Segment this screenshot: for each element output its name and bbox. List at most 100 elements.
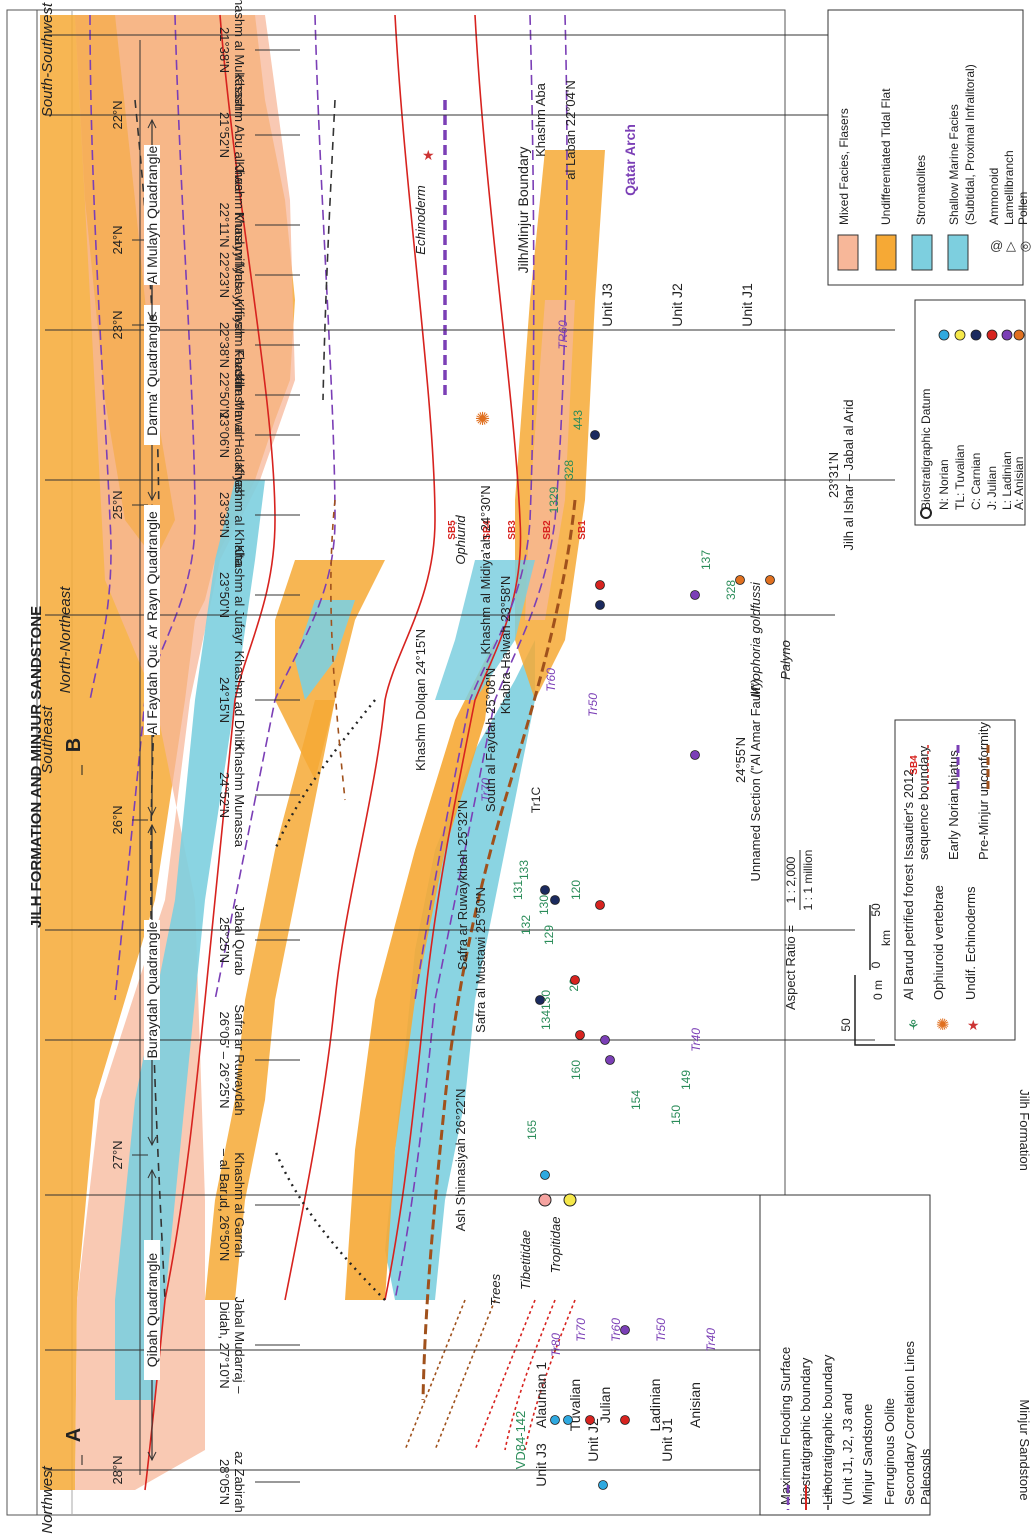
sample-label: 160	[569, 1060, 583, 1080]
quad-arrow-head	[147, 1168, 157, 1179]
ammonoid-icon: @	[990, 238, 1003, 253]
vd-sample: VD84-142	[513, 1411, 528, 1470]
legend-datum-label: N: Norian	[937, 459, 951, 510]
legend-facies-label: Shallow Marine Facies	[947, 104, 961, 225]
section-name: Khashm al Garrah	[232, 1152, 247, 1258]
datum-dot	[595, 600, 605, 610]
datum-dot	[620, 1415, 630, 1425]
section-name: Jabal Qurab	[232, 905, 247, 976]
section-name: Khashm al Mukassar	[232, 0, 247, 111]
legend-line-label: Maximum Flooding Surface	[778, 1347, 793, 1505]
legend-line-label: Lithotratigraphic boundary	[820, 1354, 835, 1505]
lat-label: 25°N	[110, 490, 125, 519]
unit-j3: Unit J3	[533, 1443, 549, 1487]
boundary-label: Jilh/Minjur Boundary	[515, 147, 531, 274]
sample-label: 137	[699, 550, 713, 570]
sb-label: SB3	[507, 520, 518, 540]
scale-bar: Aspect Ratio = 1 : 2,000 1 : 1 million 5…	[783, 850, 895, 1046]
pollen-icon: ◎	[1020, 238, 1031, 253]
quad-label-bg	[144, 305, 160, 445]
legend-sb4-sample: SB4	[909, 755, 920, 775]
stage-label: Anisian	[687, 1382, 703, 1428]
section-lines	[45, 34, 905, 1471]
tr1c-label: Tr1C	[529, 787, 543, 814]
sample-label: 149	[679, 1070, 693, 1090]
legend-datum-dot	[1013, 329, 1025, 341]
inline-section-label: Khashm Dolqan 24°15'N	[413, 629, 428, 771]
stage-label: Alaunian 1	[533, 1362, 549, 1428]
diagram-frame	[6, 9, 786, 1516]
facies-marine-swatch	[947, 234, 969, 271]
legend-facies-label: Undifferentiated Tidal Flat	[879, 88, 893, 225]
surface-label: Tr40	[704, 1328, 718, 1352]
section-name: Jabal Mudarraj –	[232, 1297, 247, 1395]
datum-dot	[595, 580, 605, 590]
sample-label: 129	[542, 925, 556, 945]
marker-a: A	[63, 1428, 85, 1442]
quad-arrow-head	[147, 118, 157, 129]
stage-label: Ladinian	[647, 1379, 663, 1432]
inline-section-label: Ash Shimasiyah 26°22'N	[453, 1089, 468, 1232]
scale-v50: 50	[839, 1018, 853, 1032]
formation-minjur: Minjur Sandstone	[1017, 1399, 1032, 1500]
section-lat: 23°06'N	[217, 412, 232, 458]
sample-label: 130	[539, 990, 553, 1010]
datum-dot	[690, 590, 700, 600]
formation-jilh: Jilh Formation	[1017, 1089, 1032, 1171]
legend-facies-label: Mixed Facies, Flasers	[837, 108, 851, 225]
boundary-lines	[89, 14, 577, 1491]
section-name: Khashm Mawan	[232, 348, 247, 441]
legend-facies-label: Ammonoid	[987, 168, 1001, 225]
facies-stromatolite-swatch	[911, 234, 933, 271]
ammonoid-marker	[538, 1193, 552, 1207]
lat-label: 23°N	[110, 310, 125, 339]
section-name: Khashm al Hadafiyah	[232, 373, 247, 497]
lat-label: 24°N	[110, 225, 125, 254]
legend-facies-label: (Subtidal, Proximal Infralitoral)	[963, 64, 977, 225]
quad-label-bg	[144, 145, 160, 285]
inline-section-label: Unnamed Section ("Al Amar Fault")	[748, 679, 763, 882]
legend-line-label: Biostratigraphic boundary	[798, 1357, 813, 1505]
surface-label: Tr60	[609, 1318, 623, 1342]
datum-dot	[598, 1480, 608, 1490]
title: JILH FORMATION AND MINJUR SANDSTONE	[28, 606, 45, 928]
legend-line-label: Secondary Correlation Lines	[902, 1340, 917, 1505]
legend-datum-dot	[954, 329, 966, 341]
unit-j1-right: Unit J1	[739, 283, 755, 327]
sample-label: 134	[539, 1010, 553, 1030]
legend-lines-box: Maximum Flooding Surface Biostratigraphic…	[759, 1194, 933, 1516]
section-lat: Didah, 27°10'N	[217, 1301, 232, 1388]
datum-dot	[540, 885, 550, 895]
legend-facies-label: Pollen	[1016, 192, 1030, 225]
datum-dot	[550, 895, 560, 905]
aspect-bottom: 1 : 1 million	[801, 850, 815, 911]
datum-dot	[540, 1170, 550, 1180]
datum-dot	[595, 900, 605, 910]
surface-label: Tr70	[574, 1318, 588, 1342]
quad-arrow-head	[147, 491, 157, 502]
surface-label: Tr60	[544, 668, 558, 692]
legend-line-label: Minjur Sandstone	[860, 1404, 875, 1505]
datum-dot	[735, 575, 745, 585]
surface-label: TR60	[556, 320, 570, 350]
section-lat: 22°50'N	[217, 372, 232, 418]
legend-datum-ring	[920, 507, 932, 519]
section-lat: 25°25'N	[217, 917, 232, 963]
aspect-top: 1 : 2,000	[784, 856, 798, 903]
legend-datum-dot	[938, 329, 950, 341]
surface-label: Tr50	[586, 693, 600, 717]
legend-datum-label: L: Ladinian	[1000, 451, 1014, 510]
section-lat: 26°05' – 26°25'N	[217, 1011, 232, 1108]
sample-label: 1329	[547, 486, 561, 513]
section-name: Khashm ad Dhibi	[232, 651, 247, 750]
quad-label-bg	[144, 1240, 160, 1380]
fossil-label: Tibetitidae	[518, 1230, 533, 1290]
sample-label: 130	[537, 895, 551, 915]
sample-label: 154	[629, 1090, 643, 1110]
quad-arrow-head	[147, 806, 157, 817]
